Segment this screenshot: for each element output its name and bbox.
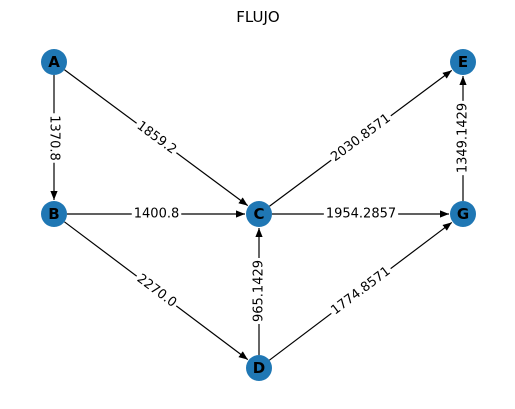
edge-label-text: 1954.2857 [326, 207, 396, 222]
edge-label-b-c: 1400.8 [131, 205, 182, 223]
edge-label-background [454, 100, 472, 176]
edge-label-text: 1349.1429 [456, 103, 471, 173]
edge-label-a-c: 1859.2 [131, 116, 182, 160]
node-circle [246, 355, 272, 381]
edge-label-d-c: 965.1429 [250, 257, 268, 325]
node-label: E [458, 53, 468, 71]
edge-label-text: 1859.2 [134, 118, 179, 157]
edge-label-g-e: 1349.1429 [454, 100, 472, 176]
node-circle [41, 201, 67, 227]
edge-label-d-g: 1774.8571 [326, 261, 396, 321]
edge-label-text: 2270.0 [134, 271, 179, 310]
node-c: C [246, 201, 272, 227]
node-g: G [450, 201, 476, 227]
edge-label-text: 2030.8571 [328, 111, 393, 165]
node-a: A [41, 49, 67, 75]
edge-label-c-e: 2030.8571 [326, 108, 396, 168]
edge-label-background [131, 269, 182, 313]
edge-label-background [326, 108, 396, 168]
node-e: E [450, 49, 476, 75]
node-label: G [457, 205, 469, 223]
node-circle [246, 201, 272, 227]
edge-label-text: 1370.8 [47, 115, 62, 161]
node-label: D [253, 359, 265, 377]
edge-label-b-d: 2270.0 [131, 269, 182, 313]
edge-label-background [250, 257, 268, 325]
edge-label-background [45, 113, 63, 163]
node-d: D [246, 355, 272, 381]
edge-label-a-b: 1370.8 [45, 113, 63, 163]
edge-label-text: 965.1429 [252, 260, 267, 322]
edge-label-text: 1400.8 [134, 207, 180, 222]
edge-label-c-g: 1954.2857 [323, 205, 399, 223]
node-circle [450, 201, 476, 227]
node-b: B [41, 201, 67, 227]
edge-label-background [323, 205, 399, 223]
node-label: B [48, 205, 59, 223]
edge-label-background [326, 261, 396, 321]
edge-label-background [131, 116, 182, 160]
node-label: C [253, 205, 264, 223]
node-label: A [48, 53, 60, 71]
edge-label-text: 1774.8571 [328, 264, 393, 318]
diagram-title: FLUJO [236, 8, 279, 26]
nodes-layer: A B C D E G [41, 49, 476, 381]
edge-label-background [131, 205, 182, 223]
node-circle [41, 49, 67, 75]
node-circle [450, 49, 476, 75]
